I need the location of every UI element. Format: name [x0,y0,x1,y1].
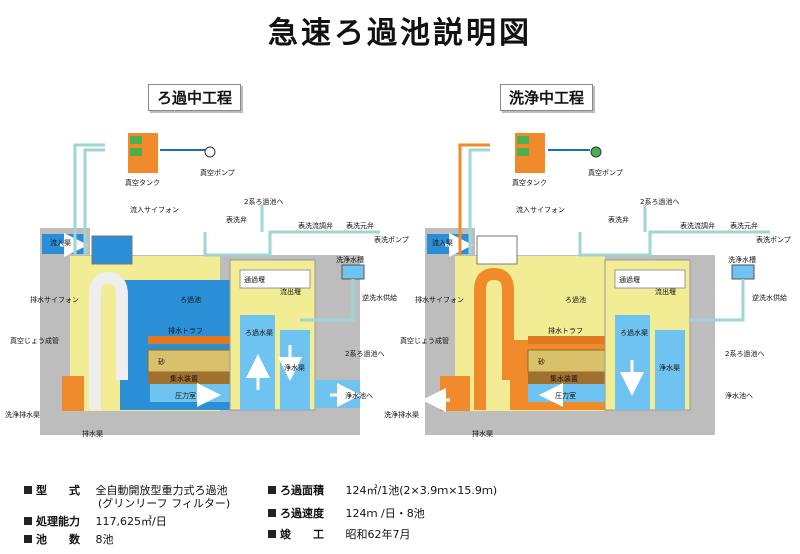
label-surface-source: 表洗元弁 [346,221,374,230]
bullet-icon [268,509,276,517]
spec-completion-value: 昭和62年7月 [345,528,411,541]
collection-left [148,372,230,384]
label-pressure: 圧力室 [175,391,196,400]
label-r-to-clear: 浄水池へ [725,391,753,400]
label-r-gravel: 砂 [538,357,545,366]
label-r-wash-tank: 洗浄水槽 [728,255,756,264]
drain-siphon-pipe-right [474,267,514,410]
right-labels: 流入渠 流入サイフォン 排水サイフォン 真空タンク 真空ポンプ 2系ろ過池へ 表… [384,168,791,438]
label-r-collect-weir: 通過堰 [619,275,640,284]
spec-area-value: 124㎡/1池(2×3.9ｍ×15.9ｍ) [345,484,498,497]
spec-count-label: 池 数 [36,533,80,546]
bullet-icon [24,535,32,543]
spec-type: 型 式 全自動開放型重力式ろ過池 [24,484,228,498]
bullet-icon [24,486,32,494]
spec-type-sub: (グリンリーフ フィルター) [98,497,231,510]
label-r-collection: 集水装置 [550,374,578,383]
label-drain-channel: 排水渠 [82,429,103,438]
spec-count: 池 数 8池 [24,533,114,547]
label-vacuum-pump: 真空ポンプ [200,168,235,177]
spec-capacity: 処理能力 117,625㎥/日 [24,515,167,529]
spec-completion: 竣 工 昭和62年7月 [268,528,411,542]
spec-speed-value: 124ｍ /日・8池 [345,507,425,520]
label-vacuum-tank: 真空タンク [125,178,160,187]
label-drain-trough: 排水トラフ [168,326,203,335]
drain-trough-left [148,336,230,344]
spec-capacity-label: 処理能力 [36,515,80,528]
label-r-inflow-siphon: 流入サイフォン [516,205,565,214]
left-panel-title: ろ過中工程 [148,84,242,111]
bullet-icon [268,486,276,494]
bullet-icon [24,517,32,525]
label-r-filter-basin: ろ過池 [565,295,586,304]
label-r-outflow-weir: 流出堰 [655,287,676,296]
label-filtered-channel: ろ過水渠 [245,328,273,337]
label-collect-weir: 通過堰 [244,275,265,284]
left-labels: 流入渠 流入サイフォン 排水サイフォン 真空タンク 真空ポンプ 2系ろ過池へ 表… [5,168,409,438]
label-to-system2-filt: 2系ろ過池へ [345,349,384,358]
label-r-vacuum-tank: 真空タンク [512,178,547,187]
label-inflow-channel: 流入渠 [50,238,71,247]
label-filter-basin: ろ過池 [180,295,201,304]
right-structure [422,133,770,435]
label-r-surface-valve: 表洗弁 [608,215,629,224]
drain-pit-left [62,376,84,411]
label-vacuum-break: 真空じょう成管 [10,336,59,345]
weir-left [239,269,311,289]
label-to-system2: 2系ろ過池へ [244,197,283,206]
spec-area: ろ過面積 124㎡/1池(2×3.9ｍ×15.9ｍ) [268,484,497,498]
label-r-surface-pump: 表洗ポンプ [756,235,791,244]
label-r-wash-drain: 洗浄排水渠 [384,410,419,419]
left-structure [40,133,380,435]
spec-area-label: ろ過面積 [280,484,324,497]
label-wash-drain: 洗浄排水渠 [5,410,40,419]
label-r-vacuum-break: 真空じょう成管 [400,336,449,345]
label-r-inflow-channel: 流入渠 [432,238,453,247]
bullet-icon [268,530,276,538]
label-clear-channel: 浄水渠 [284,363,305,372]
label-to-clear: 浄水池へ [345,391,373,400]
label-gravel: 砂 [158,357,165,366]
label-r-drain-trough: 排水トラフ [548,326,583,335]
right-panel-title: 洗浄中工程 [500,84,594,111]
spec-capacity-value: 117,625㎥/日 [95,515,167,528]
label-r-vacuum-pump: 真空ポンプ [588,168,623,177]
filter-diagram: 流入渠 流入サイフォン 排水サイフォン 真空タンク 真空ポンプ 2系ろ過池へ 表… [5,133,791,438]
label-r-clear-channel: 浄水渠 [659,363,680,372]
label-r-drain-siphon: 排水サイフォン [415,295,464,304]
wash-tank-left [341,264,365,280]
label-r-backwash-supply: 逆洗水供給 [752,293,787,302]
label-r-to-system2: 2系ろ過池へ [640,197,679,206]
spec-count-value: 8池 [95,533,114,546]
label-collection: 集水装置 [170,374,198,383]
spec-type-value: 全自動開放型重力式ろ過池 [95,484,228,497]
label-backwash-supply: 逆洗水供給 [362,293,397,302]
inflow-siphon-left [91,235,133,265]
label-surface-valve: 表洗弁 [226,215,247,224]
label-r-surface-source: 表洗元弁 [730,221,758,230]
label-outflow-weir: 流出堰 [280,287,301,296]
label-surface-pump: 表洗ポンプ [374,235,409,244]
spec-completion-label: 竣 工 [280,528,324,541]
label-r-to-system2-filt: 2系ろ過池へ [725,349,764,358]
spec-speed: ろ過速度 124ｍ /日・8池 [268,507,425,521]
label-inflow-siphon: 流入サイフォン [130,205,179,214]
label-drain-siphon: 排水サイフォン [30,295,79,304]
spec-type-label: 型 式 [36,484,80,497]
page-title: 急速ろ過池説明図 [268,16,532,51]
label-r-surface-regulator: 表洗流調弁 [680,221,715,230]
drain-siphon-pipe-left [89,271,128,410]
spec-speed-label: ろ過速度 [280,507,324,520]
label-r-pressure: 圧力室 [555,391,576,400]
label-r-drain-channel: 排水渠 [472,429,493,438]
label-wash-tank: 洗浄水槽 [336,255,364,264]
label-r-filtered-channel: ろ過水渠 [620,328,648,337]
label-surface-regulator: 表洗流調弁 [298,221,333,230]
